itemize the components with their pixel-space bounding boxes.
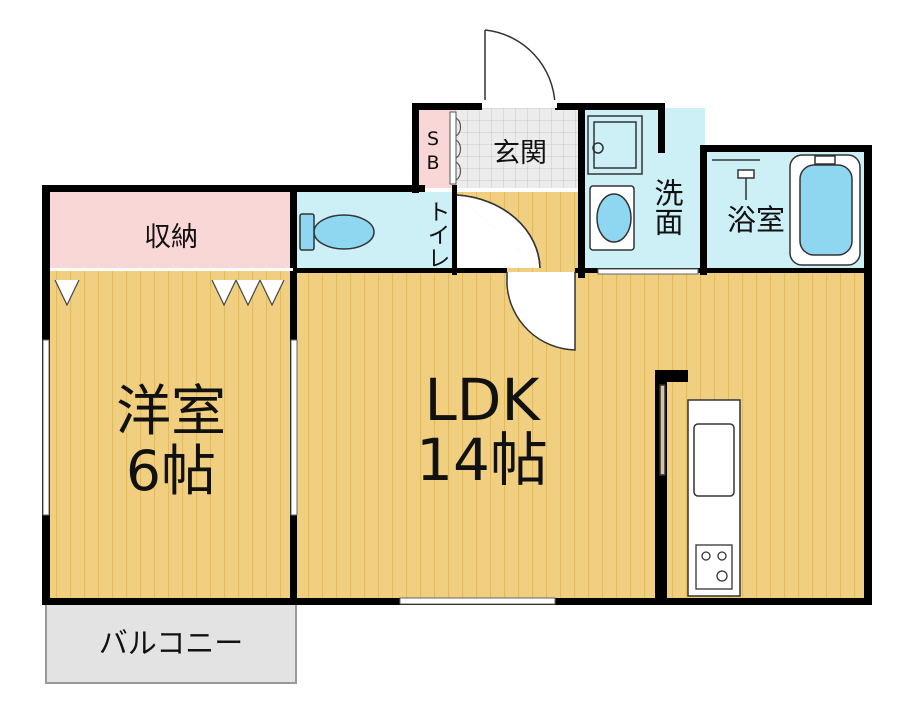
entrance-label: 玄関 — [493, 138, 547, 169]
shoe-box-area — [418, 108, 455, 188]
ldk-floor — [297, 272, 864, 600]
balcony-floor — [45, 602, 297, 684]
stove-icon — [695, 544, 733, 590]
storage-label: 収納 — [144, 222, 198, 253]
storage-divider — [50, 268, 293, 271]
entrance-floor — [455, 108, 580, 188]
faucet-icon — [737, 169, 755, 200]
bathroom-label: 浴室 — [727, 203, 785, 237]
washing-machine-pan-icon — [587, 115, 643, 175]
ldk-door — [506, 272, 576, 351]
bathtub-icon — [712, 154, 861, 266]
toilet-door — [456, 194, 541, 269]
toilet-label: トイレ — [423, 200, 449, 269]
shoe-box — [449, 111, 462, 185]
entrance-door — [482, 29, 557, 108]
balcony-label: バルコニー — [99, 626, 243, 660]
ldk-name: LDK — [424, 366, 541, 434]
ldk-size: 14帖 — [416, 426, 548, 494]
toilet-icon — [299, 213, 375, 251]
western-room-floor — [50, 270, 293, 600]
closet-doors — [54, 279, 285, 307]
wash-basin-icon — [589, 185, 635, 251]
washroom-label: 洗面 — [650, 178, 684, 236]
windows — [42, 268, 699, 605]
storage-floor — [50, 192, 293, 270]
western-room-name: 洋室 — [116, 379, 226, 443]
shoe-box-label: SB — [422, 128, 444, 176]
western-room-size: 6帖 — [126, 439, 216, 503]
